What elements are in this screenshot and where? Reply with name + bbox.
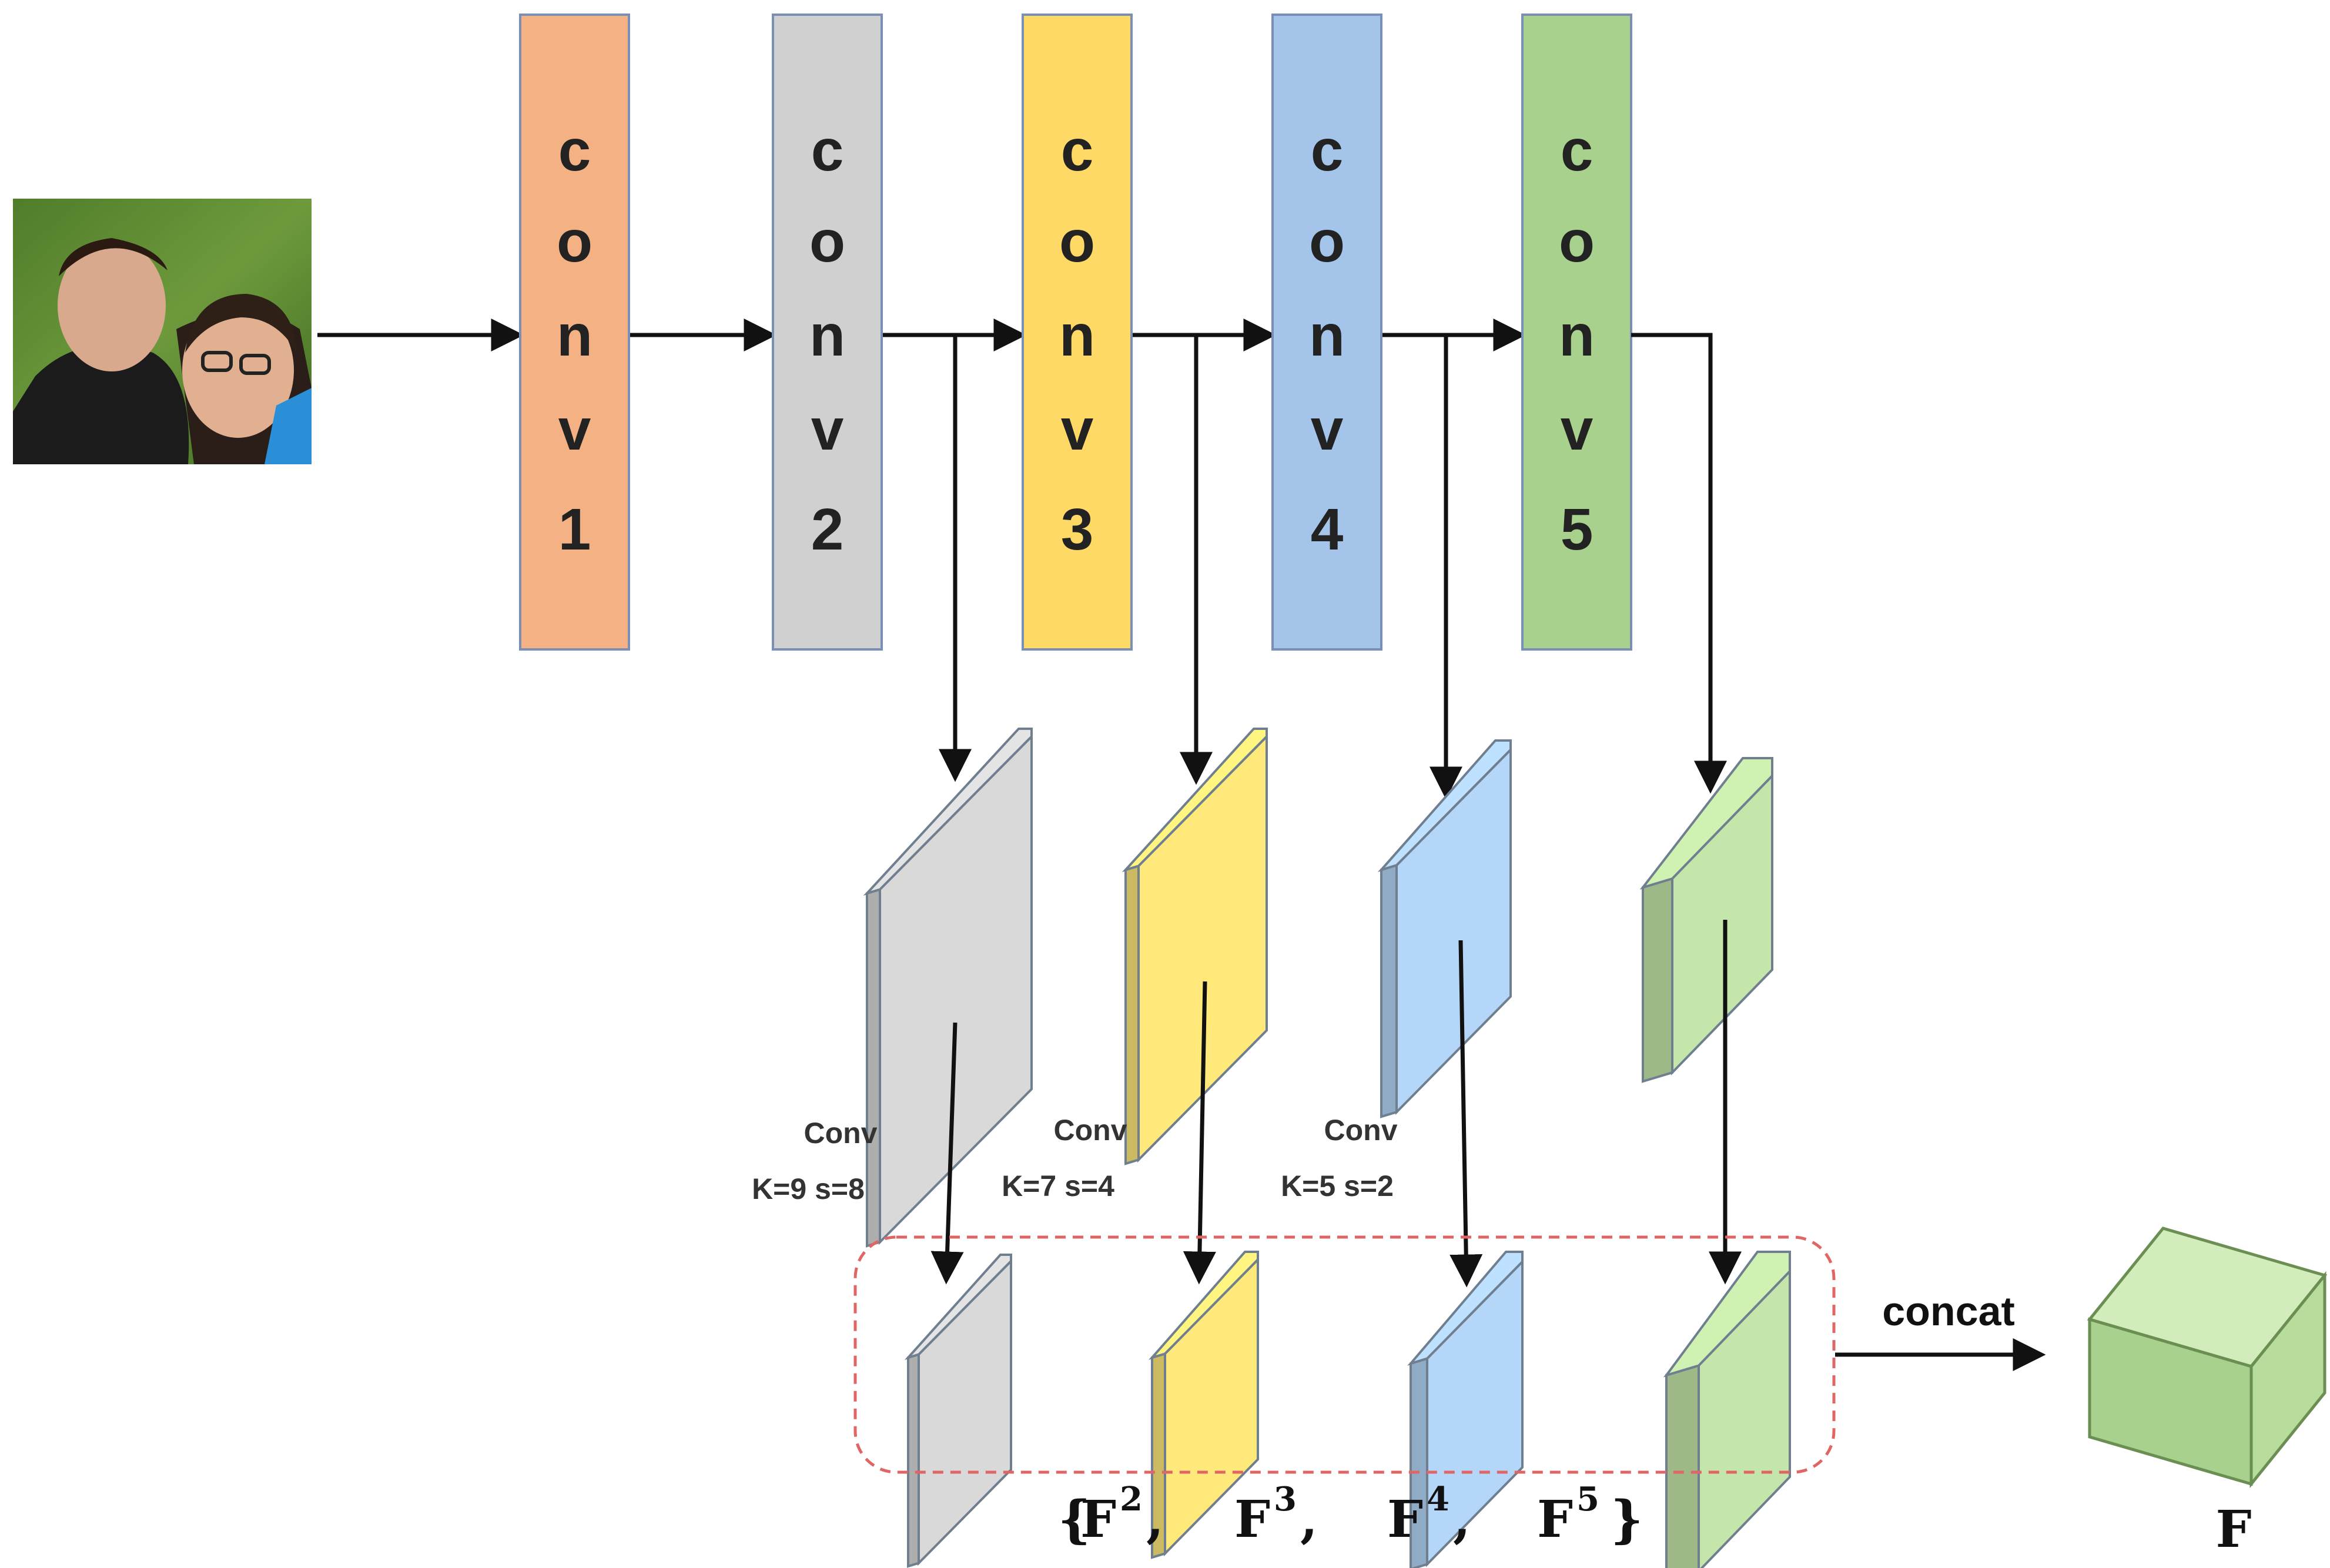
conv-layer-char: n [1559,303,1595,368]
svg-text:5: 5 [1576,1480,1599,1519]
conv-layer-block [1022,14,1133,651]
conv-layer-char: c [1561,118,1593,183]
conv-layer-block [772,14,883,651]
conv-layer-char: o [809,209,845,274]
conv-layer-char: v [1061,397,1094,463]
svg-text:F: F [1537,1490,1573,1549]
conv-layer-block [519,14,630,651]
output-label: F [2215,1500,2251,1559]
feature-map-small-green [1663,1251,1791,1568]
conv-layer-char: 1 [558,497,591,562]
svg-text:K=9 s=8: K=9 s=8 [752,1172,865,1205]
svg-text:,: , [1300,1490,1318,1549]
conv-layer-char: c [558,118,591,183]
svg-text:{: { [1058,1490,1090,1549]
branch-arrow-conv5 [1631,333,1727,794]
svg-text:K=5 s=2: K=5 s=2 [1281,1170,1394,1202]
feature-group-box [853,1235,1836,1474]
svg-text:,: , [1453,1490,1471,1549]
conv-layer-char: n [1059,303,1095,368]
conv-layer-char: o [1559,209,1595,274]
feature-map-large-blue [1377,739,1512,1118]
conv-layer-block [1521,14,1632,651]
conv-layer-char: v [1561,397,1593,463]
svg-text:,: , [1146,1490,1164,1549]
downsample-arrow-1 [930,1022,964,1285]
downsample-arrow-3 [1449,940,1483,1288]
svg-text:Conv: Conv [804,1117,878,1150]
conv-layer-block [1271,14,1382,651]
feature-map-large-green [1639,757,1773,1083]
input-photo [13,199,312,464]
conv-layer-char: o [557,209,592,274]
conv-layer-char: n [1309,303,1345,368]
svg-text:K=7 s=4: K=7 s=4 [1002,1170,1114,1202]
feature-map-small-blue [1407,1251,1524,1568]
conv-layer-char: v [558,397,591,463]
conv-layer-char: 3 [1061,497,1094,562]
svg-text:F: F [1234,1490,1270,1549]
feature-map-large-yellow [1122,728,1268,1165]
conv-layer-char: c [811,118,844,183]
svg-text:3: 3 [1274,1480,1297,1519]
downsample-label-2: Conv K=7 s=4 [1002,1114,1127,1202]
svg-text:Conv: Conv [1054,1114,1127,1147]
downsample-label-1: Conv K=9 s=8 [752,1117,878,1205]
feature-map-small-gray [904,1254,1012,1568]
feature-map-large-gray [863,728,1033,1248]
conv-layer-char: c [1311,118,1344,183]
feature-map-small-yellow [1148,1251,1259,1559]
conv-layer-char: n [557,303,592,368]
svg-text:4: 4 [1427,1480,1449,1519]
conv-layer-char: n [809,303,845,368]
svg-text:}: } [1611,1490,1643,1549]
conv-layer-char: 2 [811,497,844,562]
conv-layer-char: 5 [1561,497,1593,562]
branch-group [863,333,1791,1568]
conv-layer-char: v [1311,397,1344,463]
concat-label: concat [1882,1288,2015,1334]
downsample-arrow-2 [1183,981,1216,1285]
conv-layer-char: 4 [1311,497,1344,562]
svg-text:F: F [1387,1490,1423,1549]
svg-text:Conv: Conv [1324,1114,1398,1147]
feature-set-notation: { F 2 , F 3 , F 4 , F 5 } [1058,1480,1643,1549]
conv-layer-char: o [1309,209,1345,274]
downsample-label-3: Conv K=5 s=2 [1281,1114,1398,1202]
conv-layer-char: o [1059,209,1095,274]
svg-text:2: 2 [1120,1480,1143,1519]
output-feature-cube [2087,1227,2328,1489]
svg-text:F: F [1080,1490,1116,1549]
conv-layer-char: c [1061,118,1094,183]
conv-layer-char: v [811,397,844,463]
